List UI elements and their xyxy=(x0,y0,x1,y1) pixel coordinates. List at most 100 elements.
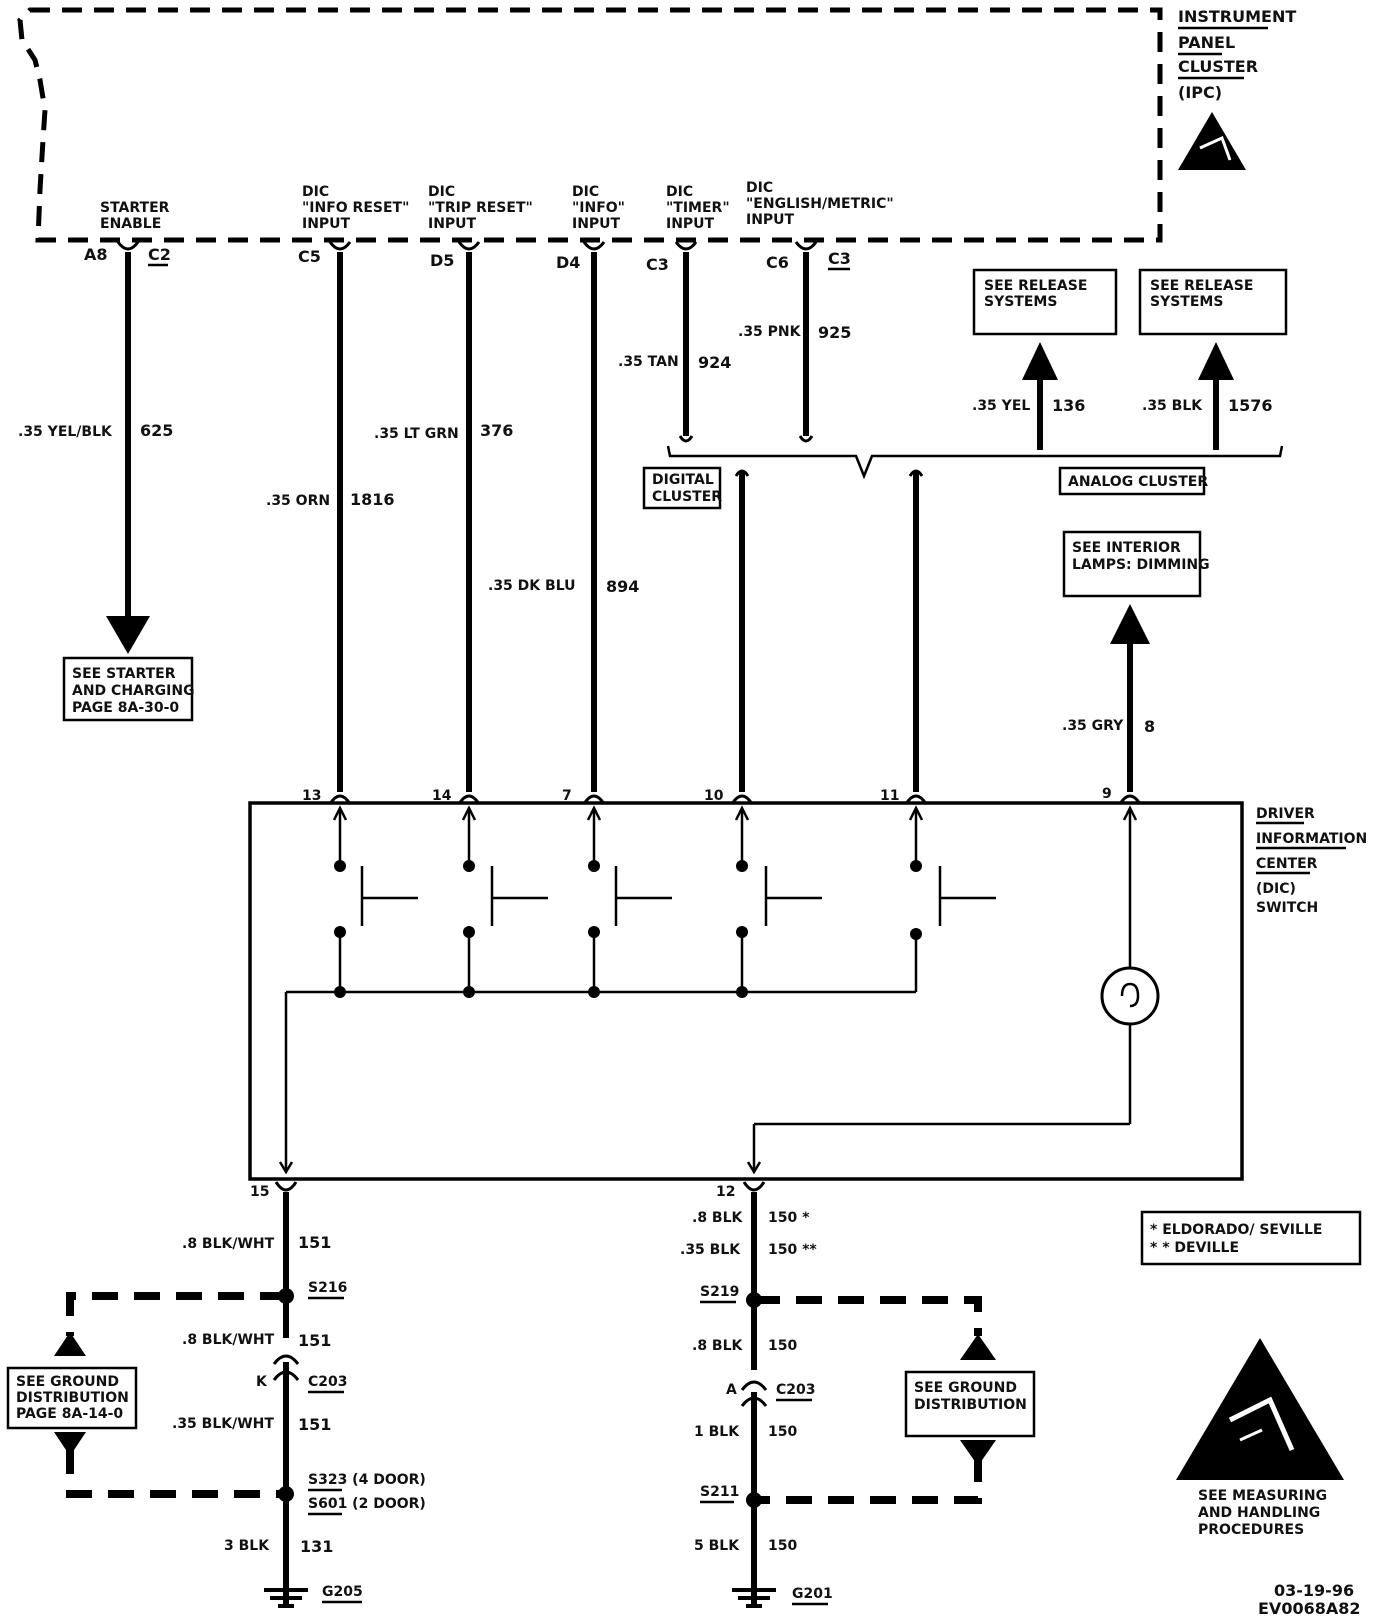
legend-box: * ELDORADO/ SEVILLE * * DEVILLE xyxy=(1140,1210,1362,1266)
pin-c5: C5 xyxy=(298,247,321,266)
dic-line: SWITCH xyxy=(1256,900,1318,916)
wire-625-color: .35 YEL/BLK xyxy=(18,424,113,440)
splice-s211: S211 xyxy=(700,1484,739,1500)
input-label: "TRIP RESET" xyxy=(428,200,533,216)
ref-release-box-1: SEE RELEASE SYSTEMS xyxy=(972,268,1118,336)
dic-pin: 10 xyxy=(704,788,724,804)
ref-line: AND CHARGING xyxy=(72,683,195,699)
dic-line: INFORMATION xyxy=(1256,831,1367,847)
ipc-line-3: CLUSTER xyxy=(1178,57,1258,76)
wire-color: .8 BLK/WHT xyxy=(182,1236,275,1252)
input-starter-enable: STARTER ENABLE xyxy=(100,200,170,232)
analog-cluster-label: ANALOG CLUSTER xyxy=(1058,466,1208,496)
splice-s216: S216 xyxy=(308,1280,347,1296)
wire-376-circuit: 376 xyxy=(480,421,513,440)
ground-icon xyxy=(732,1588,776,1608)
wire-924-color: .35 TAN xyxy=(618,354,679,370)
wire-925-circuit: 925 xyxy=(818,323,851,342)
wire-circuit: 150 ** xyxy=(768,1242,817,1258)
cluster-bracket xyxy=(666,445,1284,480)
ipc-line-4: (IPC) xyxy=(1178,83,1222,102)
digital-cluster-label: DIGITAL CLUSTER xyxy=(642,466,722,510)
conn-c203: C203 xyxy=(776,1382,816,1398)
conn-pin-k: K xyxy=(256,1374,268,1390)
wire-color: .35 BLK/WHT xyxy=(172,1416,274,1432)
splice-s323: S323 (4 DOOR) xyxy=(308,1472,426,1488)
wire-1576-color: .35 BLK xyxy=(1142,398,1203,414)
dic-line: CENTER xyxy=(1256,856,1318,872)
input-english-metric: DIC "ENGLISH/METRIC" INPUT xyxy=(746,180,894,228)
wire-color: .8 BLK/WHT xyxy=(182,1332,275,1348)
esd-line: SEE MEASURING xyxy=(1198,1488,1327,1504)
conn-c2: C2 xyxy=(148,245,171,264)
wire-8-color: .35 GRY xyxy=(1062,718,1124,734)
wire-924-circuit: 924 xyxy=(698,353,731,372)
dic-pin: 9 xyxy=(1102,786,1112,802)
esd-warning-icon xyxy=(1176,1338,1344,1480)
dic-pin-cups xyxy=(328,794,1142,805)
ref-line: PAGE 8A-14-0 xyxy=(16,1406,123,1422)
input-label: INPUT xyxy=(302,216,351,232)
dic-bottom-pin: 12 xyxy=(716,1184,735,1200)
wire-1816-circuit: 1816 xyxy=(350,490,395,509)
input-label: "INFO" xyxy=(572,200,625,216)
arrow-down-icon xyxy=(960,1440,996,1466)
wire-circuit: 151 xyxy=(298,1233,331,1252)
input-label: DIC xyxy=(666,184,693,200)
legend-item: * ELDORADO/ SEVILLE xyxy=(1150,1222,1322,1238)
digital-line: DIGITAL xyxy=(652,472,714,488)
conn-pin-a: A xyxy=(726,1382,737,1398)
dic-switch-box xyxy=(248,801,1244,1181)
input-info: DIC "INFO" INPUT xyxy=(572,184,625,232)
ground-icon xyxy=(264,1588,308,1608)
ref-line: SEE STARTER xyxy=(72,666,176,682)
input-label: INPUT xyxy=(572,216,621,232)
analog-label: ANALOG CLUSTER xyxy=(1068,474,1208,490)
wire-8-circuit: 8 xyxy=(1144,717,1155,736)
arrow-up-icon xyxy=(54,1332,86,1356)
ipc-outline xyxy=(17,7,1163,243)
dic-bottom-cups xyxy=(274,1181,766,1192)
esd-line: AND HANDLING xyxy=(1198,1505,1320,1521)
dic-lamp xyxy=(746,805,1160,1175)
ref-line: SYSTEMS xyxy=(984,294,1057,310)
wire-circuit: 131 xyxy=(300,1537,333,1556)
ref-line: SEE RELEASE xyxy=(1150,278,1253,294)
esd-note: SEE MEASURING AND HANDLING PROCEDURES xyxy=(1198,1488,1327,1538)
input-label: DIC xyxy=(746,180,773,196)
dic-switches xyxy=(278,805,996,1175)
input-label: DIC xyxy=(428,184,455,200)
ref-line: SEE INTERIOR xyxy=(1072,540,1181,556)
right-ground-branch: .8 BLK 150 * .35 BLK 150 ** S219 .8 BLK … xyxy=(680,1192,996,1608)
splice-s219: S219 xyxy=(700,1284,739,1300)
ground-g201: G201 xyxy=(792,1586,833,1602)
legend-item: * * DEVILLE xyxy=(1150,1240,1239,1256)
wire-136-color: .35 YEL xyxy=(972,398,1030,414)
pin-a8: A8 xyxy=(84,245,108,264)
arrow-up-icon xyxy=(960,1334,996,1360)
wire-color: 5 BLK xyxy=(694,1538,740,1554)
ipc-line-1: INSTRUMENT xyxy=(1178,7,1296,26)
input-trip-reset: DIC "TRIP RESET" INPUT xyxy=(428,184,533,232)
dic-pin: 14 xyxy=(432,788,452,804)
dic-line: DRIVER xyxy=(1256,806,1315,822)
dic-pin: 13 xyxy=(302,788,321,804)
wire-circuit: 151 xyxy=(298,1331,331,1350)
ref-line: DISTRIBUTION xyxy=(914,1397,1027,1413)
ref-starter-box: SEE STARTER AND CHARGING PAGE 8A-30-0 xyxy=(62,656,195,722)
wire-894-color: .35 DK BLU xyxy=(488,578,575,594)
dic-label: DRIVER INFORMATION CENTER (DIC) SWITCH xyxy=(1256,806,1367,916)
input-label: DIC xyxy=(572,184,599,200)
ipc-label: INSTRUMENT PANEL CLUSTER (IPC) xyxy=(1178,7,1296,102)
conn-c203: C203 xyxy=(308,1374,348,1390)
dic-bottom-pin: 15 xyxy=(250,1184,269,1200)
wire-color: 3 BLK xyxy=(224,1538,270,1554)
input-label: INPUT xyxy=(666,216,715,232)
input-timer: DIC "TIMER" INPUT xyxy=(666,184,730,232)
digital-line: CLUSTER xyxy=(652,489,722,505)
ref-line: DISTRIBUTION xyxy=(16,1390,129,1406)
ref-line: PAGE 8A-30-0 xyxy=(72,700,179,716)
splice-s601: S601 (2 DOOR) xyxy=(308,1496,426,1512)
pin-d5: D5 xyxy=(430,251,454,270)
